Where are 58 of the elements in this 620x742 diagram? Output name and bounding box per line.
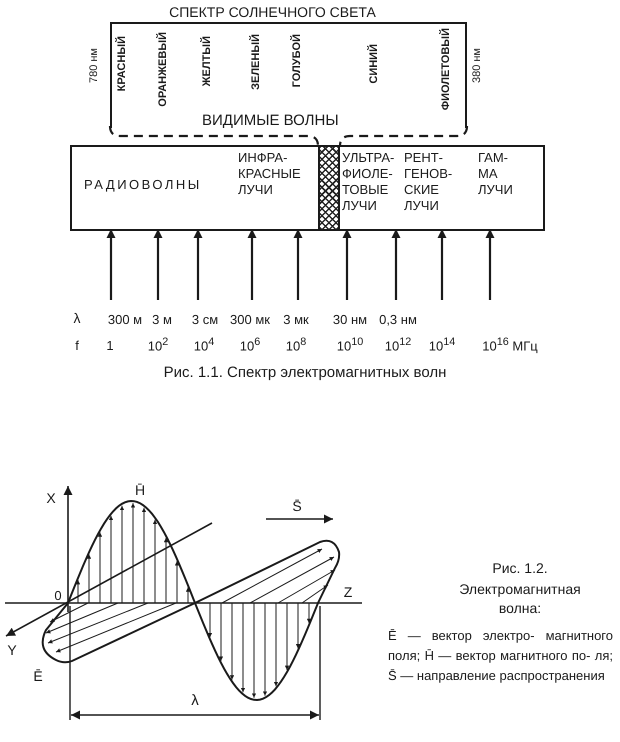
axis-label: 0 bbox=[54, 588, 62, 603]
axis-label: H̄ bbox=[134, 482, 146, 498]
arrow bbox=[342, 229, 352, 300]
scale-value: 10$^{12}$ bbox=[384, 336, 412, 354]
caption: Рис. 1.2. bbox=[492, 560, 548, 576]
scale-value: 10$^{14}$ bbox=[428, 336, 456, 354]
scale-value: 0,3 нм bbox=[379, 312, 417, 327]
arrow bbox=[248, 229, 256, 300]
caption: Электромагнитная волна: bbox=[458, 580, 582, 618]
scale-value: 30 нм bbox=[332, 312, 368, 327]
scale-value: 300 м bbox=[108, 312, 142, 327]
band-title: ВИДИМЫЕ ВОЛНЫ bbox=[202, 112, 339, 129]
axis-label: Z bbox=[344, 584, 352, 600]
hatched-strip bbox=[318, 147, 340, 229]
color-name: ЖЕЛТЫЙ bbox=[201, 36, 214, 86]
band-section-label: РЕНТ- ГЕНОВ- СКИЕ ЛУЧИ bbox=[402, 147, 472, 229]
color-name: ФИОЛЕТОВЫЙ bbox=[440, 28, 453, 110]
band-section-label: ИНФРА- КРАСНЫЕ ЛУЧИ bbox=[230, 147, 318, 229]
scale-value: λ bbox=[74, 310, 80, 326]
caption: Ē — вектор электро- магнитного поля; H̄ — вектор магнитного по- ля; S̄ — направление распространения bbox=[388, 627, 613, 685]
band-section-label: ГАМ- МА ЛУЧИ bbox=[472, 147, 543, 229]
axis-label: Y bbox=[7, 642, 17, 658]
wavelength-label: 380 нм bbox=[471, 48, 484, 84]
caption: Рис. 1.1. Спектр электромагнитных волн bbox=[164, 364, 446, 381]
scale-value: 10$^{16}$ МГц bbox=[482, 336, 538, 354]
band-section-label: УЛЬТРА- ФИОЛЕ- ТОВЫЕ ЛУЧИ bbox=[340, 147, 402, 229]
axis-label: Ē bbox=[33, 668, 43, 684]
arrow bbox=[154, 229, 162, 300]
wavelength-label: 780 нм bbox=[88, 48, 101, 84]
arrow bbox=[106, 229, 116, 300]
arrow bbox=[194, 229, 202, 300]
scale-value: 10$^{2}$ bbox=[148, 336, 168, 354]
scale-value: 10$^{4}$ bbox=[194, 336, 214, 354]
color-name: ОРАНЖЕВЫЙ bbox=[157, 32, 170, 107]
scale-value: 10$^{10}$ bbox=[336, 336, 364, 354]
arrow bbox=[486, 229, 494, 300]
dashed-bracket-line bbox=[108, 124, 468, 148]
scale-value: 3 м bbox=[152, 312, 172, 327]
arrow bbox=[392, 229, 400, 300]
axis-label: λ bbox=[191, 692, 199, 709]
band-section-label: РАДИОВОЛНЫ bbox=[72, 147, 230, 229]
color-name: СИНИЙ bbox=[368, 44, 381, 84]
heading: СПЕКТР СОЛНЕЧНОГО СВЕТА bbox=[168, 4, 377, 20]
color-name: ЗЕЛЕНЫЙ bbox=[250, 34, 263, 90]
scale-value: 3 мк bbox=[283, 312, 309, 327]
scale-value: 3 см bbox=[192, 312, 218, 327]
arrow bbox=[438, 229, 446, 300]
axis-label: S̄ bbox=[292, 498, 302, 514]
scale-value: 300 мк bbox=[230, 312, 270, 327]
color-name: ГОЛУБОЙ bbox=[291, 34, 304, 88]
scale-value: f bbox=[75, 338, 79, 353]
spectrum-band bbox=[70, 145, 545, 231]
arrow bbox=[294, 229, 302, 300]
scale-value: 10$^{6}$ bbox=[240, 336, 260, 354]
scale-value: 10$^{8}$ bbox=[286, 336, 306, 354]
axis-label: X bbox=[46, 490, 56, 506]
scale-value: 1 bbox=[106, 338, 114, 353]
color-name: КРАСНЫЙ bbox=[116, 36, 129, 92]
